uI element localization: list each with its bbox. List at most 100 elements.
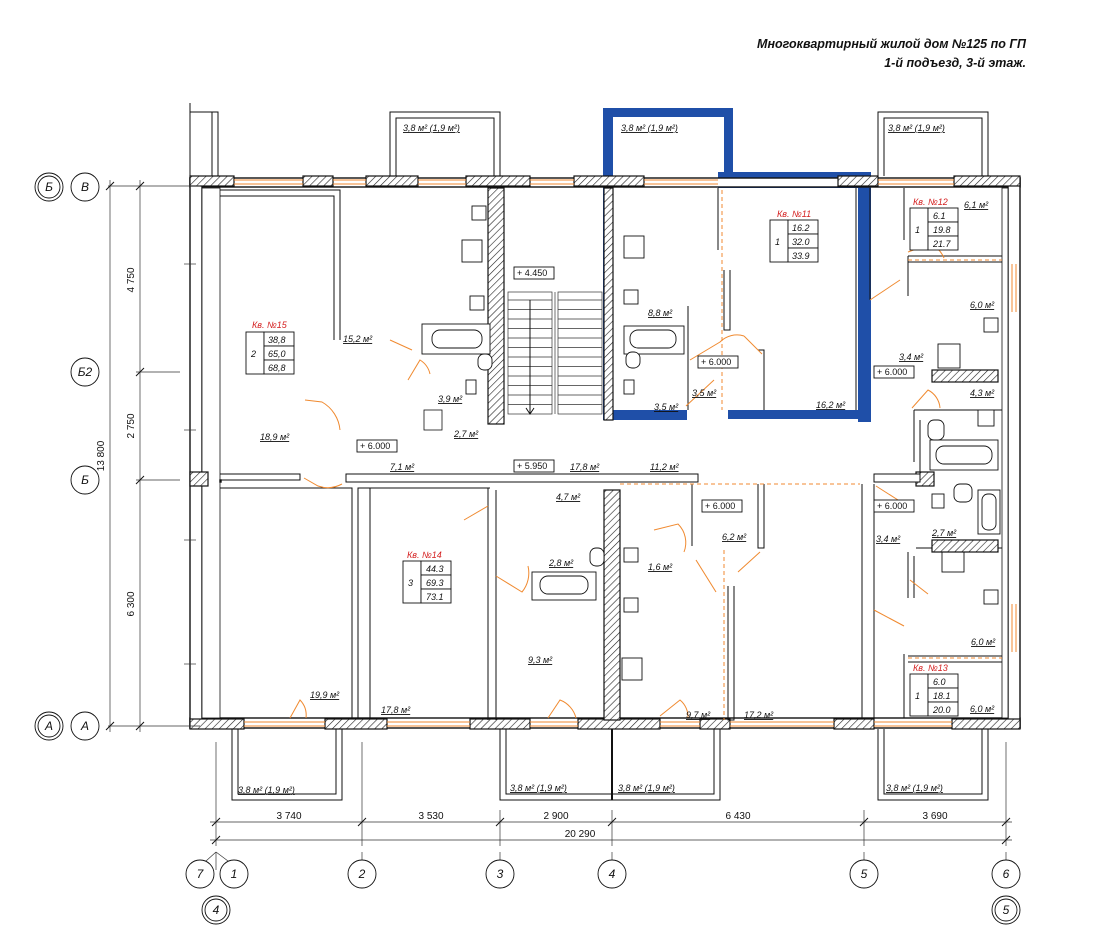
zone-boundaries bbox=[620, 190, 1002, 720]
axis-label: Б bbox=[81, 473, 89, 487]
axis-label: Б bbox=[45, 180, 53, 194]
room-area: 6,0 м² bbox=[970, 300, 995, 310]
room-area: 9,7 м² bbox=[686, 710, 711, 720]
apartment-rooms: 1 bbox=[915, 225, 920, 235]
apartment-rooms: 1 bbox=[775, 237, 780, 247]
horizontal-dimensions bbox=[210, 742, 1012, 846]
dimension-label: 2 900 bbox=[543, 811, 568, 822]
apartment-name: Кв. №13 bbox=[913, 663, 948, 673]
balconies bbox=[189, 103, 989, 801]
apartment-rooms: 2 bbox=[250, 349, 256, 359]
axis-label: 5 bbox=[861, 867, 868, 881]
axis-label: Б2 bbox=[78, 365, 93, 379]
highlighted-apartment-outline bbox=[603, 108, 871, 422]
room-area: 15,2 м² bbox=[343, 334, 373, 344]
apartment-total-with-balcony: 68,8 bbox=[268, 363, 286, 373]
room-area: 19,9 м² bbox=[310, 690, 340, 700]
apartment-total-area: 19.8 bbox=[933, 225, 951, 235]
axis-label: 4 bbox=[213, 903, 220, 917]
row-axis-markers bbox=[34, 172, 100, 741]
room-area: 17,8 м² bbox=[381, 705, 411, 715]
level-mark: + 5.950 bbox=[517, 461, 547, 471]
header-subtitle: 1-й подъезд, 3-й этаж. bbox=[884, 56, 1026, 70]
axis-label: 7 bbox=[197, 867, 205, 881]
apartment-rooms: 3 bbox=[408, 578, 413, 588]
apartment-total-with-balcony: 33.9 bbox=[792, 251, 810, 261]
header-title: Многоквартирный жилой дом №125 по ГП bbox=[757, 37, 1027, 51]
apartment-rooms: 1 bbox=[915, 691, 920, 701]
apartment-total-with-balcony: 20.0 bbox=[932, 705, 951, 715]
axis-label: 3 bbox=[497, 867, 504, 881]
balcony-area-label: 3,8 м² (1,9 м²) bbox=[886, 783, 943, 793]
balcony-area-label: 3,8 м² (1,9 м²) bbox=[621, 123, 678, 133]
apartment-table-12: Кв. №12 1 6.1 19.8 21.7 bbox=[909, 197, 959, 251]
room-area: 3,5 м² bbox=[654, 402, 679, 412]
axis-label: 4 bbox=[609, 867, 616, 881]
level-marks: + 4.450 + 5.950 + 6.000 + 6.000 + 6.000 … bbox=[356, 266, 915, 513]
axis-label: А bbox=[44, 719, 53, 733]
room-area: 6,0 м² bbox=[970, 704, 995, 714]
level-mark: + 6.000 bbox=[877, 501, 907, 511]
axis-label: 6 bbox=[1003, 867, 1010, 881]
room-area: 11,2 м² bbox=[650, 462, 680, 472]
dimension-label: 2 750 bbox=[126, 413, 137, 438]
apartment-total-with-balcony: 21.7 bbox=[932, 239, 952, 249]
apartment-name: Кв. №11 bbox=[777, 209, 811, 219]
room-area: 6,1 м² bbox=[964, 200, 989, 210]
apartment-name: Кв. №12 bbox=[913, 197, 948, 207]
dimension-label: 13 800 bbox=[96, 440, 107, 471]
apartment-total-area: 65,0 bbox=[268, 349, 286, 359]
room-area: 3,4 м² bbox=[899, 352, 924, 362]
apartment-table-15: Кв. №15 2 38,8 65,0 68,8 bbox=[245, 320, 295, 375]
apartment-table-11: Кв. №11 1 16.2 32.0 33.9 bbox=[769, 209, 819, 263]
axis-label: 5 bbox=[1003, 903, 1010, 917]
balcony-area-label: 3,8 м² (1,9 м²) bbox=[238, 785, 295, 795]
vertical-dimensions bbox=[105, 180, 200, 732]
room-area: 6,0 м² bbox=[971, 637, 996, 647]
staircase bbox=[507, 291, 603, 415]
room-area: 17,2 м² bbox=[744, 710, 774, 720]
room-area: 2,8 м² bbox=[548, 558, 574, 568]
balcony-area-label: 3,8 м² (1,9 м²) bbox=[618, 783, 675, 793]
column-axis-markers bbox=[185, 851, 1021, 925]
apartment-table-14: Кв. №14 3 44.3 69.3 73.1 bbox=[402, 550, 452, 604]
room-area: 2,7 м² bbox=[453, 429, 479, 439]
room-area-labels: 15,2 м² 18,9 м² 3,9 м² 2,7 м² 7,1 м² 17,… bbox=[260, 200, 996, 720]
dimension-label: 4 750 bbox=[126, 267, 137, 292]
room-area: 9,3 м² bbox=[528, 655, 553, 665]
apartment-living-area: 6.0 bbox=[933, 677, 946, 687]
room-area: 1,6 м² bbox=[648, 562, 673, 572]
level-mark: + 6.000 bbox=[701, 357, 731, 367]
apartment-living-area: 38,8 bbox=[268, 335, 286, 345]
room-area: 16,2 м² bbox=[816, 400, 846, 410]
dimension-label: 3 690 bbox=[922, 811, 947, 822]
room-area: 4,7 м² bbox=[556, 492, 581, 502]
apartment-name: Кв. №14 bbox=[407, 550, 442, 560]
apartment-living-area: 44.3 bbox=[426, 564, 444, 574]
level-mark: + 6.000 bbox=[877, 367, 907, 377]
apartment-total-area: 18.1 bbox=[933, 691, 951, 701]
apartment-total-area: 69.3 bbox=[426, 578, 444, 588]
room-area: 3,4 м² bbox=[876, 534, 901, 544]
dimension-label: 3 740 bbox=[276, 811, 301, 822]
apartment-table-13: Кв. №13 1 6.0 18.1 20.0 bbox=[909, 663, 959, 717]
level-mark: + 6.000 bbox=[360, 441, 390, 451]
room-area: 8,8 м² bbox=[648, 308, 673, 318]
level-mark: + 4.450 bbox=[517, 268, 547, 278]
room-area: 4,3 м² bbox=[970, 388, 995, 398]
apartment-living-area: 16.2 bbox=[792, 223, 810, 233]
apartment-total-with-balcony: 73.1 bbox=[426, 592, 444, 602]
apartment-name: Кв. №15 bbox=[252, 320, 288, 330]
room-area: 3,9 м² bbox=[438, 394, 463, 404]
axis-lines bbox=[215, 852, 1007, 870]
balcony-area-label: 3,8 м² (1,9 м²) bbox=[403, 123, 460, 133]
room-area: 6,2 м² bbox=[722, 532, 747, 542]
dimension-label: 20 290 bbox=[565, 829, 596, 840]
dimension-label: 6 430 bbox=[725, 811, 750, 822]
dimension-label: 6 300 bbox=[126, 591, 137, 616]
windows bbox=[234, 179, 1017, 727]
room-area: 3,5 м² bbox=[692, 388, 717, 398]
axis-label: 2 bbox=[358, 867, 366, 881]
room-area: 18,9 м² bbox=[260, 432, 290, 442]
